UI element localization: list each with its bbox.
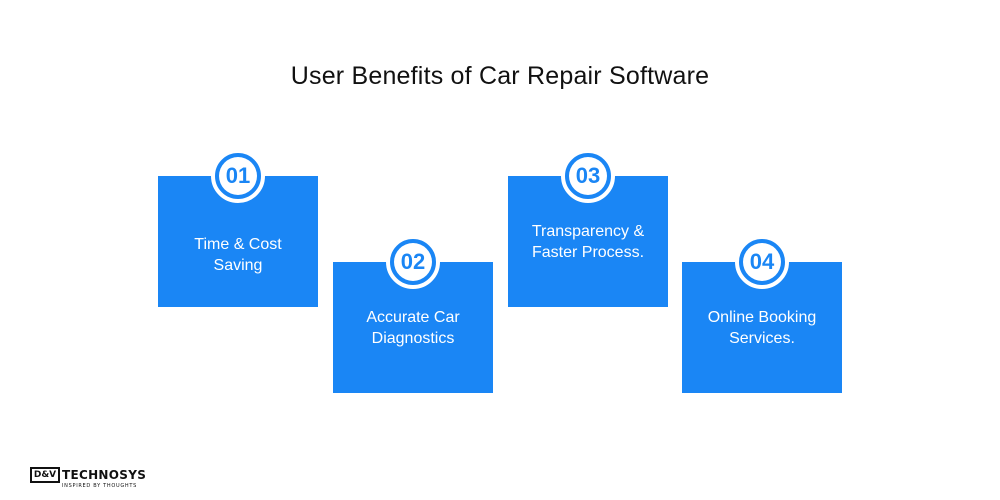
step-text-02: Accurate Car Diagnostics bbox=[366, 309, 460, 347]
step-number-badge-02: 02 bbox=[386, 235, 440, 289]
step-number-03: 03 bbox=[569, 157, 607, 195]
diagram-title: User Benefits of Car Repair Software bbox=[290, 62, 710, 90]
step-number-badge-03: 03 bbox=[561, 149, 615, 203]
step-number-badge-04: 04 bbox=[735, 235, 789, 289]
step-number-04: 04 bbox=[743, 243, 781, 281]
step-card-02: Accurate Car Diagnostics bbox=[333, 262, 493, 393]
company-logo: D&V TECHNOSYS INSPIRED BY THOUGHTS bbox=[30, 467, 150, 491]
step-number-02: 02 bbox=[394, 243, 432, 281]
logo-tagline: INSPIRED BY THOUGHTS bbox=[62, 483, 138, 489]
step-text-01: Time & Cost Saving bbox=[194, 236, 282, 274]
logo-mark: D&V bbox=[30, 467, 60, 483]
step-text-03: Transparency & Faster Process. bbox=[531, 223, 645, 261]
step-number-01: 01 bbox=[219, 157, 257, 195]
logo-wordmark: TECHNOSYS bbox=[62, 468, 147, 482]
step-card-04: Online Booking Services. bbox=[682, 262, 842, 393]
step-text-04: Online Booking Services. bbox=[707, 309, 817, 347]
step-number-badge-01: 01 bbox=[211, 149, 265, 203]
